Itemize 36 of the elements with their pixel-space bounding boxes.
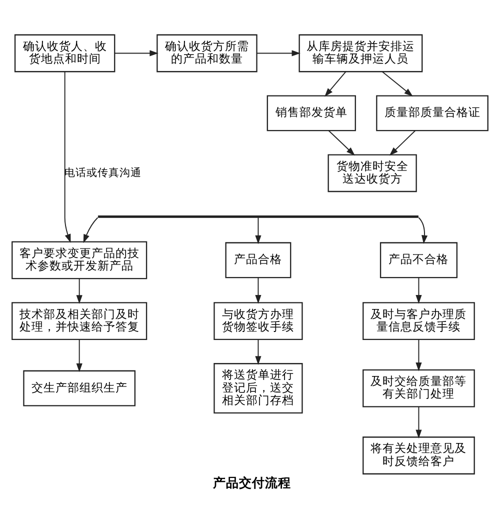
node-box: 销售部发货单 (266, 94, 356, 131)
arrow (255, 216, 262, 244)
arrow (382, 70, 413, 96)
node-bar (98, 214, 418, 218)
arrow (256, 50, 300, 56)
node-box: 技术部及相关部门及时处理，并快速给予答复 (12, 302, 148, 340)
arrow (328, 130, 355, 156)
arrow (416, 338, 422, 371)
node-box: 确认收货方所需的产品和数量 (156, 34, 258, 72)
node-box: 货物准时安全送达收货方 (328, 154, 417, 192)
arrow (416, 276, 422, 304)
arrow (255, 338, 262, 364)
arrow (418, 216, 428, 244)
edge-label: 电话或传真沟通 (64, 165, 142, 178)
node-box: 产品不合格 (380, 242, 458, 278)
node-box: 从库房提货并安排运输车辆及押运人员 (298, 34, 423, 72)
arrow (389, 130, 416, 156)
arrow (76, 278, 82, 304)
node-box: 质量部质量合格证 (376, 94, 488, 131)
node-box: 产品合格 (225, 242, 292, 278)
node-box: 客户要求变更产品的技术参数或开发新产品 (12, 240, 148, 279)
arrow (416, 406, 422, 438)
arrow (83, 216, 98, 243)
caption: 产品交付流程 (212, 474, 291, 490)
node-box: 及时与客户办理质量信息反馈手续 (362, 302, 475, 340)
arrow (324, 70, 346, 96)
node-box: 确认收货人、收货地点和时间 (14, 34, 116, 72)
node-box: 将送货单进行登记后，送交相关部门存档 (214, 362, 303, 414)
node-box: 与收货方办理货物签收手续 (214, 302, 303, 340)
arrow (76, 338, 82, 372)
arrow (114, 50, 158, 56)
arrow (255, 276, 262, 304)
node-box: 将有关处理意见及时反馈给客户 (362, 436, 475, 474)
arrow (64, 70, 71, 242)
node-box: 及时交给质量部等有关部门处理 (362, 368, 475, 407)
node-box: 交生产部组织生产 (23, 370, 136, 406)
